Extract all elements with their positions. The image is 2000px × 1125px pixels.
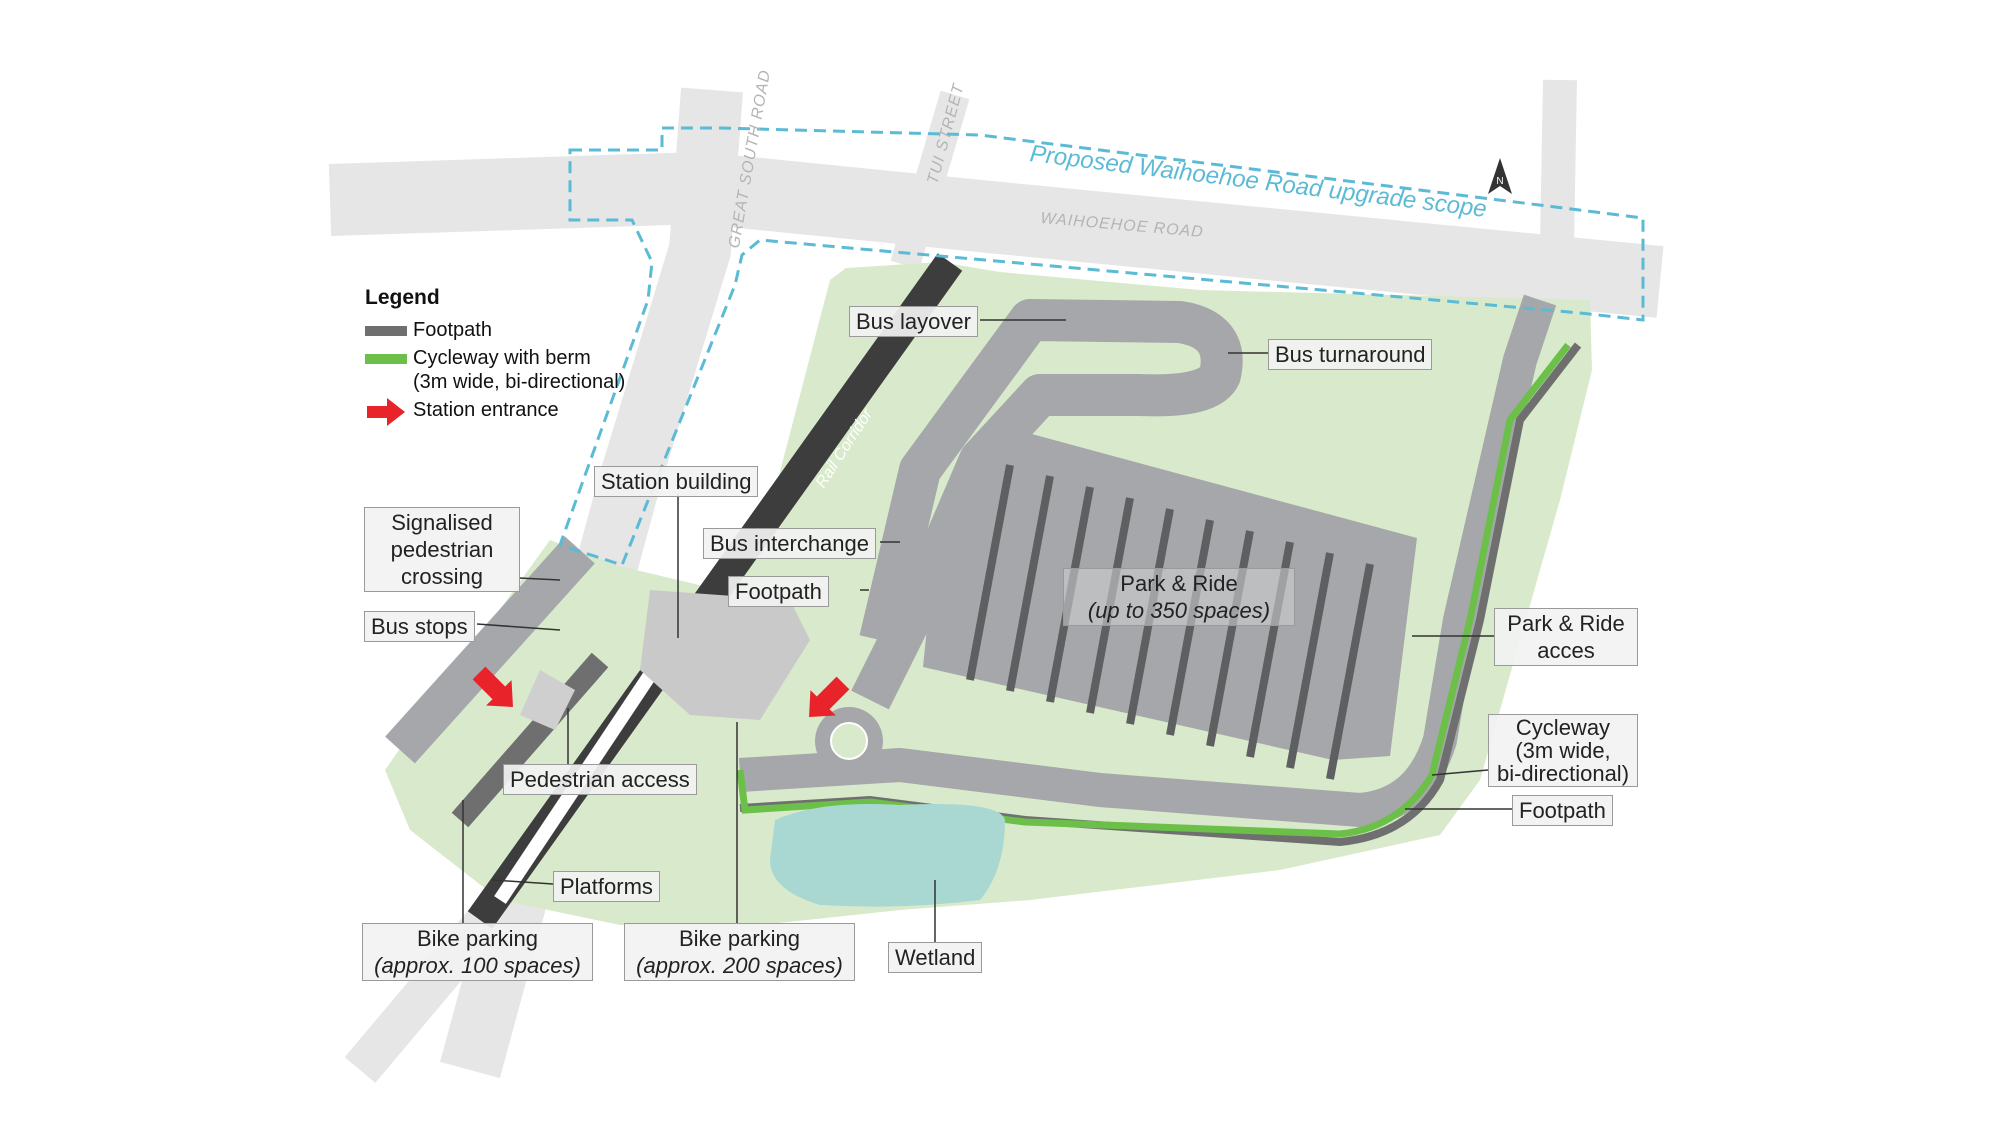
legend-item-station-entrance: Station entrance xyxy=(365,398,625,426)
red-arrow-icon xyxy=(367,398,405,426)
label-cycleway: Cycleway(3m wide,bi-directional) xyxy=(1488,714,1638,787)
north-arrow-icon: N xyxy=(1488,158,1512,194)
label-bus-turnaround: Bus turnaround xyxy=(1268,339,1433,370)
label-park-and-ride: Park & Ride(up to 350 spaces) xyxy=(1063,568,1295,626)
legend: Legend Footpath Cycleway with berm(3m wi… xyxy=(365,286,625,430)
legend-label: Footpath xyxy=(413,319,492,341)
label-bus-interchange: Bus interchange xyxy=(703,528,876,559)
label-bike-parking-100: Bike parking(approx. 100 spaces) xyxy=(362,923,593,981)
label-platforms: Platforms xyxy=(553,871,660,902)
roundabout-island xyxy=(830,722,868,760)
cycleway-line xyxy=(736,342,1571,838)
label-bus-stops: Bus stops xyxy=(364,611,475,642)
station-entrance-arrow-west xyxy=(472,666,513,707)
label-footpath-right: Footpath xyxy=(1512,795,1613,826)
wetland-pond xyxy=(770,804,1005,907)
carpark-aisle xyxy=(1286,552,1334,769)
station-entrance-arrow-east xyxy=(809,676,850,717)
station-building xyxy=(640,590,810,720)
platform-west xyxy=(451,652,609,828)
svg-text:N: N xyxy=(1496,176,1503,187)
carpark-aisle xyxy=(966,464,1014,681)
legend-label: Cycleway with berm(3m wide, bi-direction… xyxy=(413,347,626,393)
carpark-rows xyxy=(966,464,1374,780)
label-footpath-center: Footpath xyxy=(728,576,829,607)
waihoehoe-road xyxy=(328,151,1664,318)
label-station-building: Station building xyxy=(594,466,759,497)
carpark-aisle xyxy=(1326,563,1374,780)
label-pedestrian-access: Pedestrian access xyxy=(503,764,697,795)
tui-street xyxy=(890,90,970,270)
bus-turnaround-road xyxy=(851,299,1243,710)
footpath-swatch xyxy=(365,326,407,336)
carpark-aisle xyxy=(1206,530,1254,747)
bus-stop-road xyxy=(385,536,595,764)
cycleway-swatch xyxy=(365,354,407,364)
label-bus-layover: Bus layover xyxy=(849,306,978,337)
pedestrian-crossing-plaza xyxy=(520,670,575,730)
legend-item-cycleway: Cycleway with berm(3m wide, bi-direction… xyxy=(365,346,625,394)
footpath-line xyxy=(739,342,1582,847)
label-bike-parking-200: Bike parking(approx. 200 spaces) xyxy=(624,923,855,981)
east-road xyxy=(1539,79,1577,301)
legend-label: Station entrance xyxy=(413,399,559,421)
legend-item-footpath: Footpath xyxy=(365,318,625,342)
legend-title: Legend xyxy=(365,286,440,309)
leader-lines xyxy=(462,319,1512,942)
upgrade-scope-boundary xyxy=(558,126,1645,567)
carpark-aisle xyxy=(1166,519,1214,736)
carpark-aisle xyxy=(1006,475,1054,692)
label-wetland: Wetland xyxy=(888,942,983,973)
